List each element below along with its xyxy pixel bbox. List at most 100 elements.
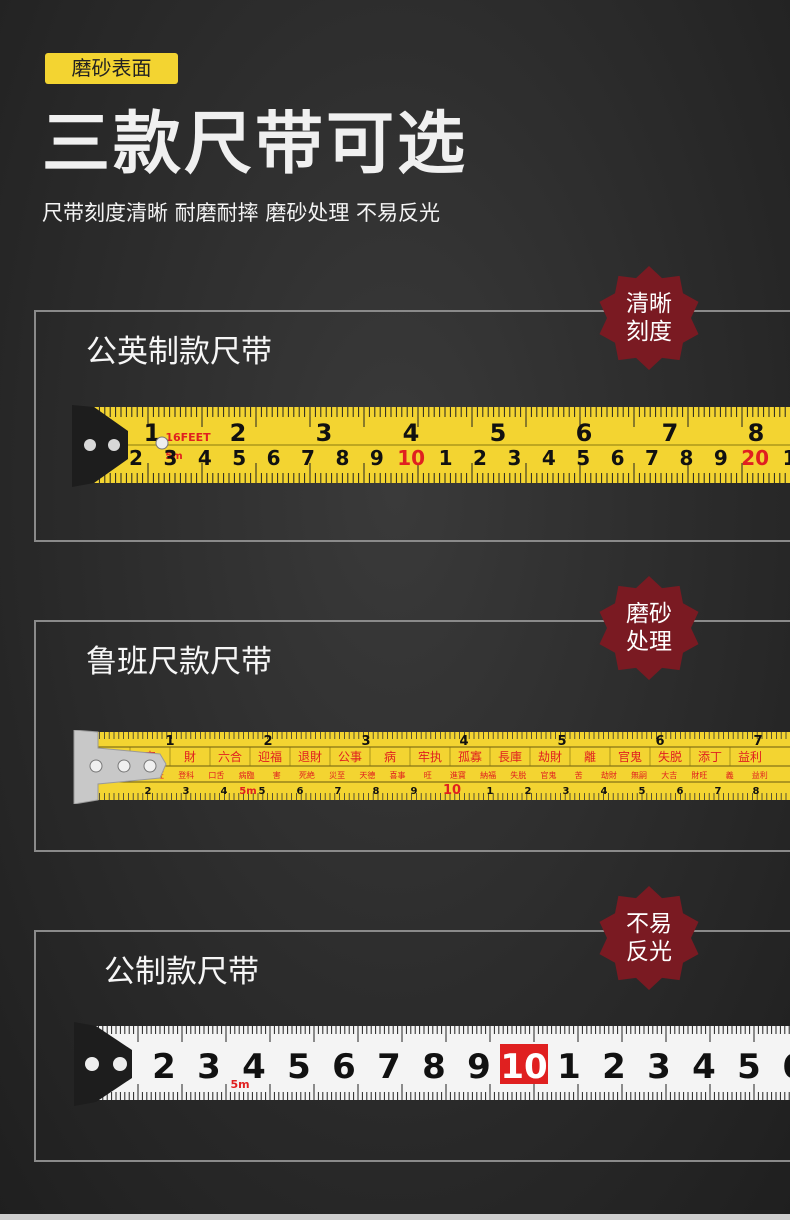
panel-title-metric: 公制款尺带 — [104, 954, 259, 990]
cm-number: 4 — [242, 1047, 266, 1087]
luban-small-cell: 進寶 — [450, 770, 466, 780]
luban-cell: 長庫 — [498, 750, 522, 764]
luban-cell: 退財 — [298, 749, 322, 764]
cm-number: 3 — [647, 1047, 671, 1087]
luban-cell: 官鬼 — [618, 749, 642, 764]
rivet-icon — [108, 439, 120, 451]
cm-number: 2 — [145, 786, 152, 797]
cm-highlight — [500, 1044, 548, 1084]
seal-star-shape — [599, 886, 699, 990]
panel-metric — [34, 930, 790, 1162]
luban-top-number: 4 — [459, 734, 468, 749]
cm-number: 5 — [576, 446, 590, 470]
cm-number: 6 — [782, 1047, 790, 1087]
seal-line: 反光 — [626, 939, 672, 965]
luban-cell: 益利 — [738, 750, 762, 764]
cm-number: 7 — [335, 786, 342, 797]
cm-number: 1 — [557, 1047, 581, 1087]
inch-number: 3 — [316, 419, 333, 447]
luban-top-number: 2 — [263, 734, 272, 749]
cm-number: 7 — [715, 786, 722, 797]
cm-number: 10 — [443, 783, 461, 798]
cm-number: 3 — [507, 446, 521, 470]
bottom-strip — [0, 1214, 790, 1220]
luban-small-cell: 財旺 — [691, 770, 707, 780]
cm-number: 4 — [221, 786, 228, 797]
cm-number: 5 — [232, 446, 246, 470]
cm-number: 5 — [737, 1047, 761, 1087]
cm-number: 3 — [563, 786, 570, 797]
cm-number: 9 — [370, 446, 384, 470]
cm-number: 20 — [741, 446, 769, 470]
cm-number: 1 — [439, 446, 453, 470]
seal-star-shape — [599, 576, 699, 680]
cm-number: 2 — [525, 786, 532, 797]
cm-number: 8 — [335, 446, 349, 470]
rivet-icon — [84, 439, 96, 451]
luban-cell: 失脱 — [658, 749, 682, 764]
page-headline: 三款尺带可选 — [42, 105, 469, 184]
cm-number: 4 — [198, 446, 212, 470]
cm-number: 2 — [152, 1047, 176, 1087]
luban-small-cell: 喜事 — [390, 770, 406, 780]
cm-number: 2 — [129, 446, 143, 470]
luban-small-cell: 死絶 — [299, 770, 315, 780]
rivet-icon — [117, 759, 131, 773]
rivet-icon — [85, 1057, 99, 1071]
feature-subline: 尺带刻度清晰 耐磨耐摔 磨砂处理 不易反光 — [42, 201, 441, 225]
cm-number: 4 — [692, 1047, 716, 1087]
cm-number: 8 — [679, 446, 693, 470]
cm-number: 8 — [422, 1047, 446, 1087]
luban-top-number: 3 — [361, 734, 370, 749]
cm-number: 6 — [677, 786, 684, 797]
luban-small-cell: 登科 — [178, 770, 194, 780]
luban-cell: 牢执 — [418, 749, 442, 764]
seal-line: 处理 — [626, 629, 672, 655]
cm-number: 5 — [287, 1047, 311, 1087]
cm-number: 2 — [473, 446, 487, 470]
cm-number: 3 — [183, 786, 190, 797]
cm-number: 9 — [411, 786, 418, 797]
inch-number: 7 — [662, 419, 679, 447]
seal-star-icon — [599, 266, 699, 370]
luban-small-cell: 義 — [726, 770, 734, 780]
cm-number: 4 — [542, 446, 556, 470]
luban-small-cell: 災至 — [329, 771, 345, 780]
cm-number: 6 — [297, 786, 304, 797]
luban-small-cell: 大吉 — [661, 770, 677, 780]
cm-number: 6 — [611, 446, 625, 470]
cm-number: 7 — [645, 446, 659, 470]
rivet-icon — [155, 436, 169, 450]
luban-small-cell: 旺 — [424, 771, 432, 780]
length-label: 5m — [165, 451, 182, 462]
luban-small-cell: 病臨 — [239, 770, 255, 780]
cm-number: 4 — [601, 786, 608, 797]
cm-number: 3 — [163, 446, 177, 470]
cm-number: 10 — [397, 446, 425, 470]
seal-line: 不易 — [626, 911, 672, 937]
cm-number: 1 — [783, 446, 790, 470]
luban-cell: 公事 — [338, 750, 362, 764]
panel-title-luban: 鲁班尺款尺带 — [86, 644, 272, 680]
luban-cell: 病 — [384, 749, 396, 764]
seal-line: 磨砂 — [626, 601, 672, 627]
seal-star-icon — [599, 576, 699, 680]
luban-small-cell: 劫財 — [601, 770, 617, 780]
inch-number: 4 — [403, 419, 420, 447]
seal-badge-anti-glare: 不易 反光 — [596, 885, 702, 991]
tape-metric: 23456789101234565m — [70, 1022, 790, 1106]
cm-number: 8 — [753, 786, 760, 797]
seal-star-shape — [599, 266, 699, 370]
luban-cell: 離 — [584, 750, 596, 764]
cm-number: 1 — [487, 786, 494, 797]
seal-star-icon — [599, 886, 699, 990]
cm-number: 10 — [500, 1047, 547, 1087]
rivet-icon — [89, 759, 103, 773]
inch-number: 8 — [748, 419, 765, 447]
tape-hook — [72, 405, 128, 487]
luban-top-number: 6 — [655, 734, 664, 749]
length-label: 5m — [230, 1078, 249, 1091]
luban-cell: 劫財 — [538, 749, 562, 764]
luban-cell: 添丁 — [698, 750, 722, 764]
